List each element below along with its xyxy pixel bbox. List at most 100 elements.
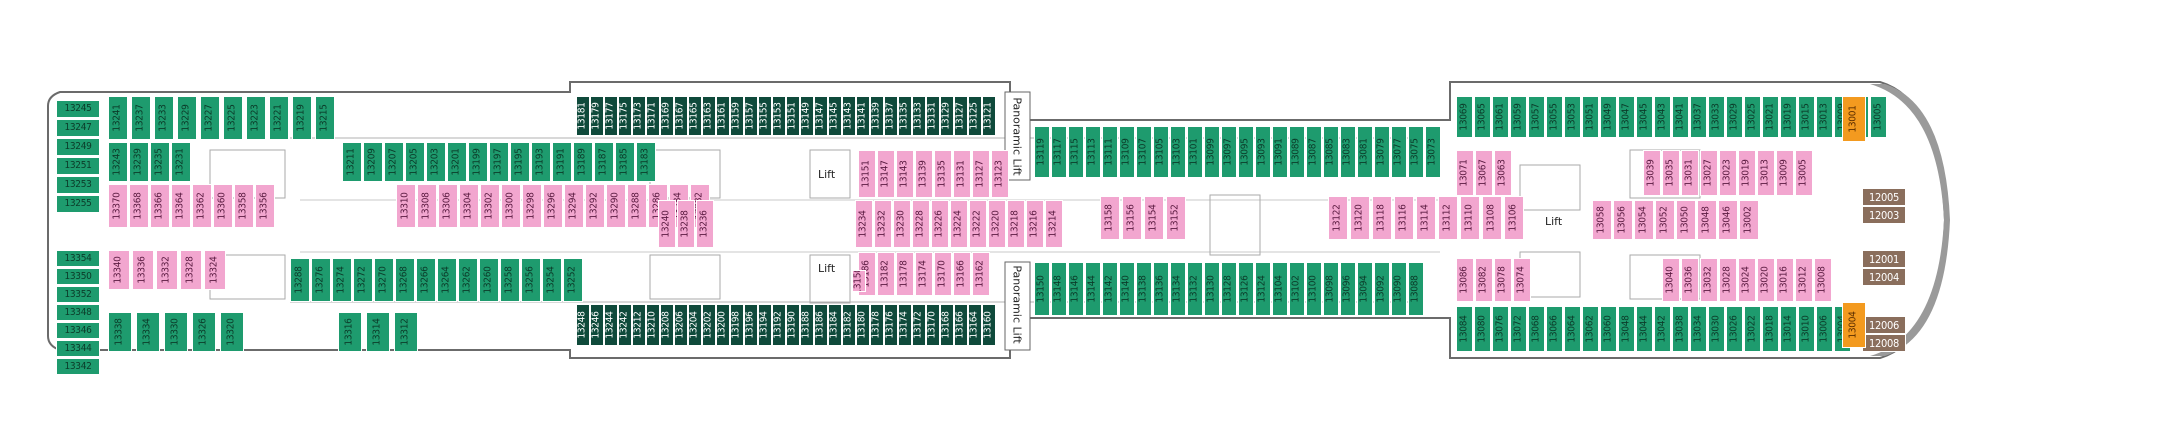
cabin-13021[interactable]: 13021 — [1762, 96, 1779, 138]
cabin-13324[interactable]: 13324 — [204, 250, 226, 290]
cabin-13150[interactable]: 13150 — [852, 270, 866, 292]
cabin-13238[interactable]: 13238 — [677, 200, 695, 248]
cabin-13134[interactable]: 13134 — [1170, 262, 1186, 316]
cabin-13096[interactable]: 13096 — [1340, 262, 1356, 316]
cabin-13084[interactable]: 13084 — [1456, 306, 1473, 352]
cabin-13254[interactable]: 13254 — [542, 258, 562, 302]
cabin-13268[interactable]: 13268 — [395, 258, 415, 302]
suite-12003[interactable]: 12003 — [1862, 206, 1906, 224]
cabin-13101[interactable]: 13101 — [1187, 126, 1203, 178]
cabin-13253[interactable]: 13253 — [56, 176, 100, 194]
cabin-13216[interactable]: 13216 — [1026, 200, 1044, 248]
cabin-13024[interactable]: 13024 — [1738, 258, 1756, 302]
cabin-13025[interactable]: 13025 — [1744, 96, 1761, 138]
cabin-13034[interactable]: 13034 — [1690, 306, 1707, 352]
cabin-13087[interactable]: 13087 — [1306, 126, 1322, 178]
cabin-13100[interactable]: 13100 — [1306, 262, 1322, 316]
cabin-13127[interactable]: 13127 — [972, 150, 990, 198]
cabin-13243[interactable]: 13243 — [108, 142, 128, 182]
cabin-13125[interactable]: 13125 — [968, 96, 982, 136]
cabin-13140[interactable]: 13140 — [1119, 262, 1135, 316]
suite-12004[interactable]: 12004 — [1862, 268, 1906, 286]
cabin-13030[interactable]: 13030 — [1708, 306, 1725, 352]
cabin-13138[interactable]: 13138 — [1136, 262, 1152, 316]
suite-12001[interactable]: 12001 — [1862, 250, 1906, 268]
cabin-13090[interactable]: 13090 — [1391, 262, 1407, 316]
cabin-13055[interactable]: 13055 — [1546, 96, 1563, 138]
cabin-13200[interactable]: 13200 — [716, 304, 730, 346]
cabin-13139[interactable]: 13139 — [870, 96, 884, 136]
cabin-13042[interactable]: 13042 — [1654, 306, 1671, 352]
cabin-13131[interactable]: 13131 — [953, 150, 971, 198]
cabin-13258[interactable]: 13258 — [500, 258, 520, 302]
cabin-13085[interactable]: 13085 — [1323, 126, 1339, 178]
cabin-13143[interactable]: 13143 — [896, 150, 914, 198]
cabin-13126[interactable]: 13126 — [1238, 262, 1254, 316]
cabin-13047[interactable]: 13047 — [1618, 96, 1635, 138]
cabin-13236[interactable]: 13236 — [696, 200, 714, 248]
cabin-13178[interactable]: 13178 — [896, 252, 914, 296]
cabin-13239[interactable]: 13239 — [129, 142, 149, 182]
cabin-13158[interactable]: 13158 — [1100, 196, 1120, 240]
cabin-13115[interactable]: 13115 — [1068, 126, 1084, 178]
cabin-13116[interactable]: 13116 — [1394, 196, 1414, 240]
cabin-13174[interactable]: 13174 — [898, 304, 912, 346]
cabin-13223[interactable]: 13223 — [246, 96, 266, 140]
cabin-13049[interactable]: 13049 — [1600, 96, 1617, 138]
cabin-13270[interactable]: 13270 — [374, 258, 394, 302]
cabin-13061[interactable]: 13061 — [1492, 96, 1509, 138]
cabin-13092[interactable]: 13092 — [1374, 262, 1390, 316]
cabin-13117[interactable]: 13117 — [1051, 126, 1067, 178]
cabin-13147[interactable]: 13147 — [814, 96, 828, 136]
cabin-13183[interactable]: 13183 — [636, 142, 656, 182]
cabin-13026[interactable]: 13026 — [1726, 306, 1743, 352]
cabin-13209[interactable]: 13209 — [363, 142, 383, 182]
cabin-13039[interactable]: 13039 — [1643, 150, 1661, 196]
cabin-13181[interactable]: 13181 — [576, 96, 590, 136]
cabin-13136[interactable]: 13136 — [1153, 262, 1169, 316]
cabin-13113[interactable]: 13113 — [1085, 126, 1101, 178]
cabin-13230[interactable]: 13230 — [893, 200, 911, 248]
cabin-13057[interactable]: 13057 — [1528, 96, 1545, 138]
cabin-13027[interactable]: 13027 — [1700, 150, 1718, 196]
cabin-13051[interactable]: 13051 — [1582, 96, 1599, 138]
cabin-13056[interactable]: 13056 — [1613, 200, 1633, 240]
cabin-13093[interactable]: 13093 — [1255, 126, 1271, 178]
cabin-13044[interactable]: 13044 — [1636, 306, 1653, 352]
cabin-13006[interactable]: 13006 — [1816, 306, 1833, 352]
cabin-13019[interactable]: 13019 — [1738, 150, 1756, 196]
cabin-13214[interactable]: 13214 — [1045, 200, 1063, 248]
cabin-13133[interactable]: 13133 — [912, 96, 926, 136]
cabin-13225[interactable]: 13225 — [223, 96, 243, 140]
cabin-13244[interactable]: 13244 — [604, 304, 618, 346]
cabin-13206[interactable]: 13206 — [674, 304, 688, 346]
cabin-13288[interactable]: 13288 — [627, 184, 647, 228]
cabin-13095[interactable]: 13095 — [1238, 126, 1254, 178]
cabin-13251[interactable]: 13251 — [56, 157, 100, 175]
cabin-13106[interactable]: 13106 — [1504, 196, 1524, 240]
cabin-13009[interactable]: 13009 — [1776, 150, 1794, 196]
cabin-13080[interactable]: 13080 — [1474, 306, 1491, 352]
cabin-13328[interactable]: 13328 — [180, 250, 202, 290]
cabin-13153[interactable]: 13153 — [772, 96, 786, 136]
cabin-13348[interactable]: 13348 — [56, 304, 100, 321]
cabin-13037[interactable]: 13037 — [1690, 96, 1707, 138]
cabin-13274[interactable]: 13274 — [332, 258, 352, 302]
cabin-13072[interactable]: 13072 — [1510, 306, 1527, 352]
cabin-13018[interactable]: 13018 — [1762, 306, 1779, 352]
cabin-13334[interactable]: 13334 — [136, 312, 160, 352]
cabin-13074[interactable]: 13074 — [1513, 258, 1531, 302]
cabin-13231[interactable]: 13231 — [171, 142, 191, 182]
cabin-13228[interactable]: 13228 — [912, 200, 930, 248]
cabin-13233[interactable]: 13233 — [154, 96, 174, 140]
cabin-13144[interactable]: 13144 — [1085, 262, 1101, 316]
cabin-13185[interactable]: 13185 — [615, 142, 635, 182]
cabin-13195[interactable]: 13195 — [510, 142, 530, 182]
cabin-13199[interactable]: 13199 — [468, 142, 488, 182]
cabin-13088[interactable]: 13088 — [1408, 262, 1424, 316]
cabin-13103[interactable]: 13103 — [1170, 126, 1186, 178]
cabin-13151[interactable]: 13151 — [786, 96, 800, 136]
cabin-13077[interactable]: 13077 — [1391, 126, 1407, 178]
cabin-13204[interactable]: 13204 — [688, 304, 702, 346]
cabin-13160[interactable]: 13160 — [982, 304, 996, 346]
